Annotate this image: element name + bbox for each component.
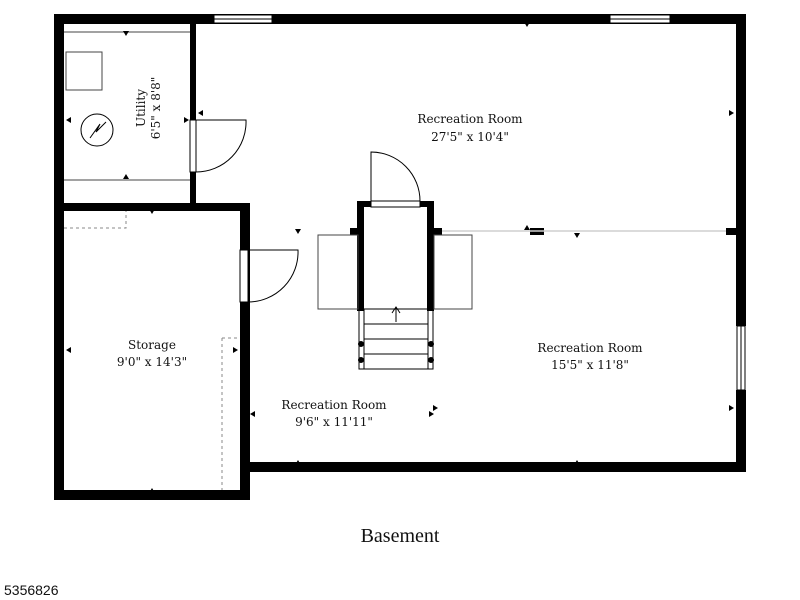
stairs-up-arrow-icon <box>391 306 401 322</box>
wall-corner-bevel <box>716 442 746 472</box>
storage-dashed <box>64 211 238 490</box>
wall-stair-top-right <box>420 201 434 207</box>
utility-dims: 6'5" x 8'8" <box>149 77 163 140</box>
wall-left <box>54 14 64 500</box>
listing-id: 5356826 <box>4 582 59 598</box>
dimension-markers <box>66 22 734 493</box>
rec-mid-dims: 9'6" x 11'11" <box>295 415 373 429</box>
doors <box>189 119 421 303</box>
wall-stub-d <box>726 228 738 235</box>
windows <box>213 14 746 391</box>
storage-label: Storage <box>128 338 176 352</box>
room-labels: Utility 6'5" x 8'8" Recreation Room 27'5… <box>117 77 643 429</box>
wall-utility-right-lower <box>190 172 196 208</box>
rec-right-dims: 15'5" x 11'8" <box>551 358 629 372</box>
water-heater-icon <box>80 113 114 147</box>
rec-top-label: Recreation Room <box>417 112 523 126</box>
rec-mid-label: Recreation Room <box>281 398 387 412</box>
rec-right-label: Recreation Room <box>537 341 643 355</box>
wall-bottom-rec <box>240 462 746 472</box>
wall-stub-a <box>350 228 358 235</box>
utility-appliance <box>65 51 103 91</box>
wall-storage-right <box>240 205 250 500</box>
wall-stair-left <box>357 201 364 311</box>
wall-stair-top-left <box>357 201 371 207</box>
wall-top <box>54 14 746 24</box>
floor-title: Basement <box>360 525 440 547</box>
utility-door <box>189 119 197 173</box>
wall-storage-top <box>54 203 250 211</box>
stair-landings <box>317 234 473 310</box>
utility-fixtures <box>64 31 190 181</box>
wall-right-upper <box>736 14 746 326</box>
stairs <box>358 306 434 370</box>
wall-bottom-storage <box>54 490 250 500</box>
rec-top-dims: 27'5" x 10'4" <box>431 130 509 144</box>
utility-label: Utility <box>134 89 148 127</box>
stair-door <box>370 200 421 208</box>
wall-stub-b <box>434 228 442 235</box>
storage-door <box>239 249 249 303</box>
storage-dims: 9'0" x 14'3" <box>117 355 187 369</box>
walls <box>54 14 746 500</box>
wall-stair-right <box>427 201 434 311</box>
wall-utility-right <box>190 14 196 120</box>
wall-right-lower <box>736 390 746 472</box>
